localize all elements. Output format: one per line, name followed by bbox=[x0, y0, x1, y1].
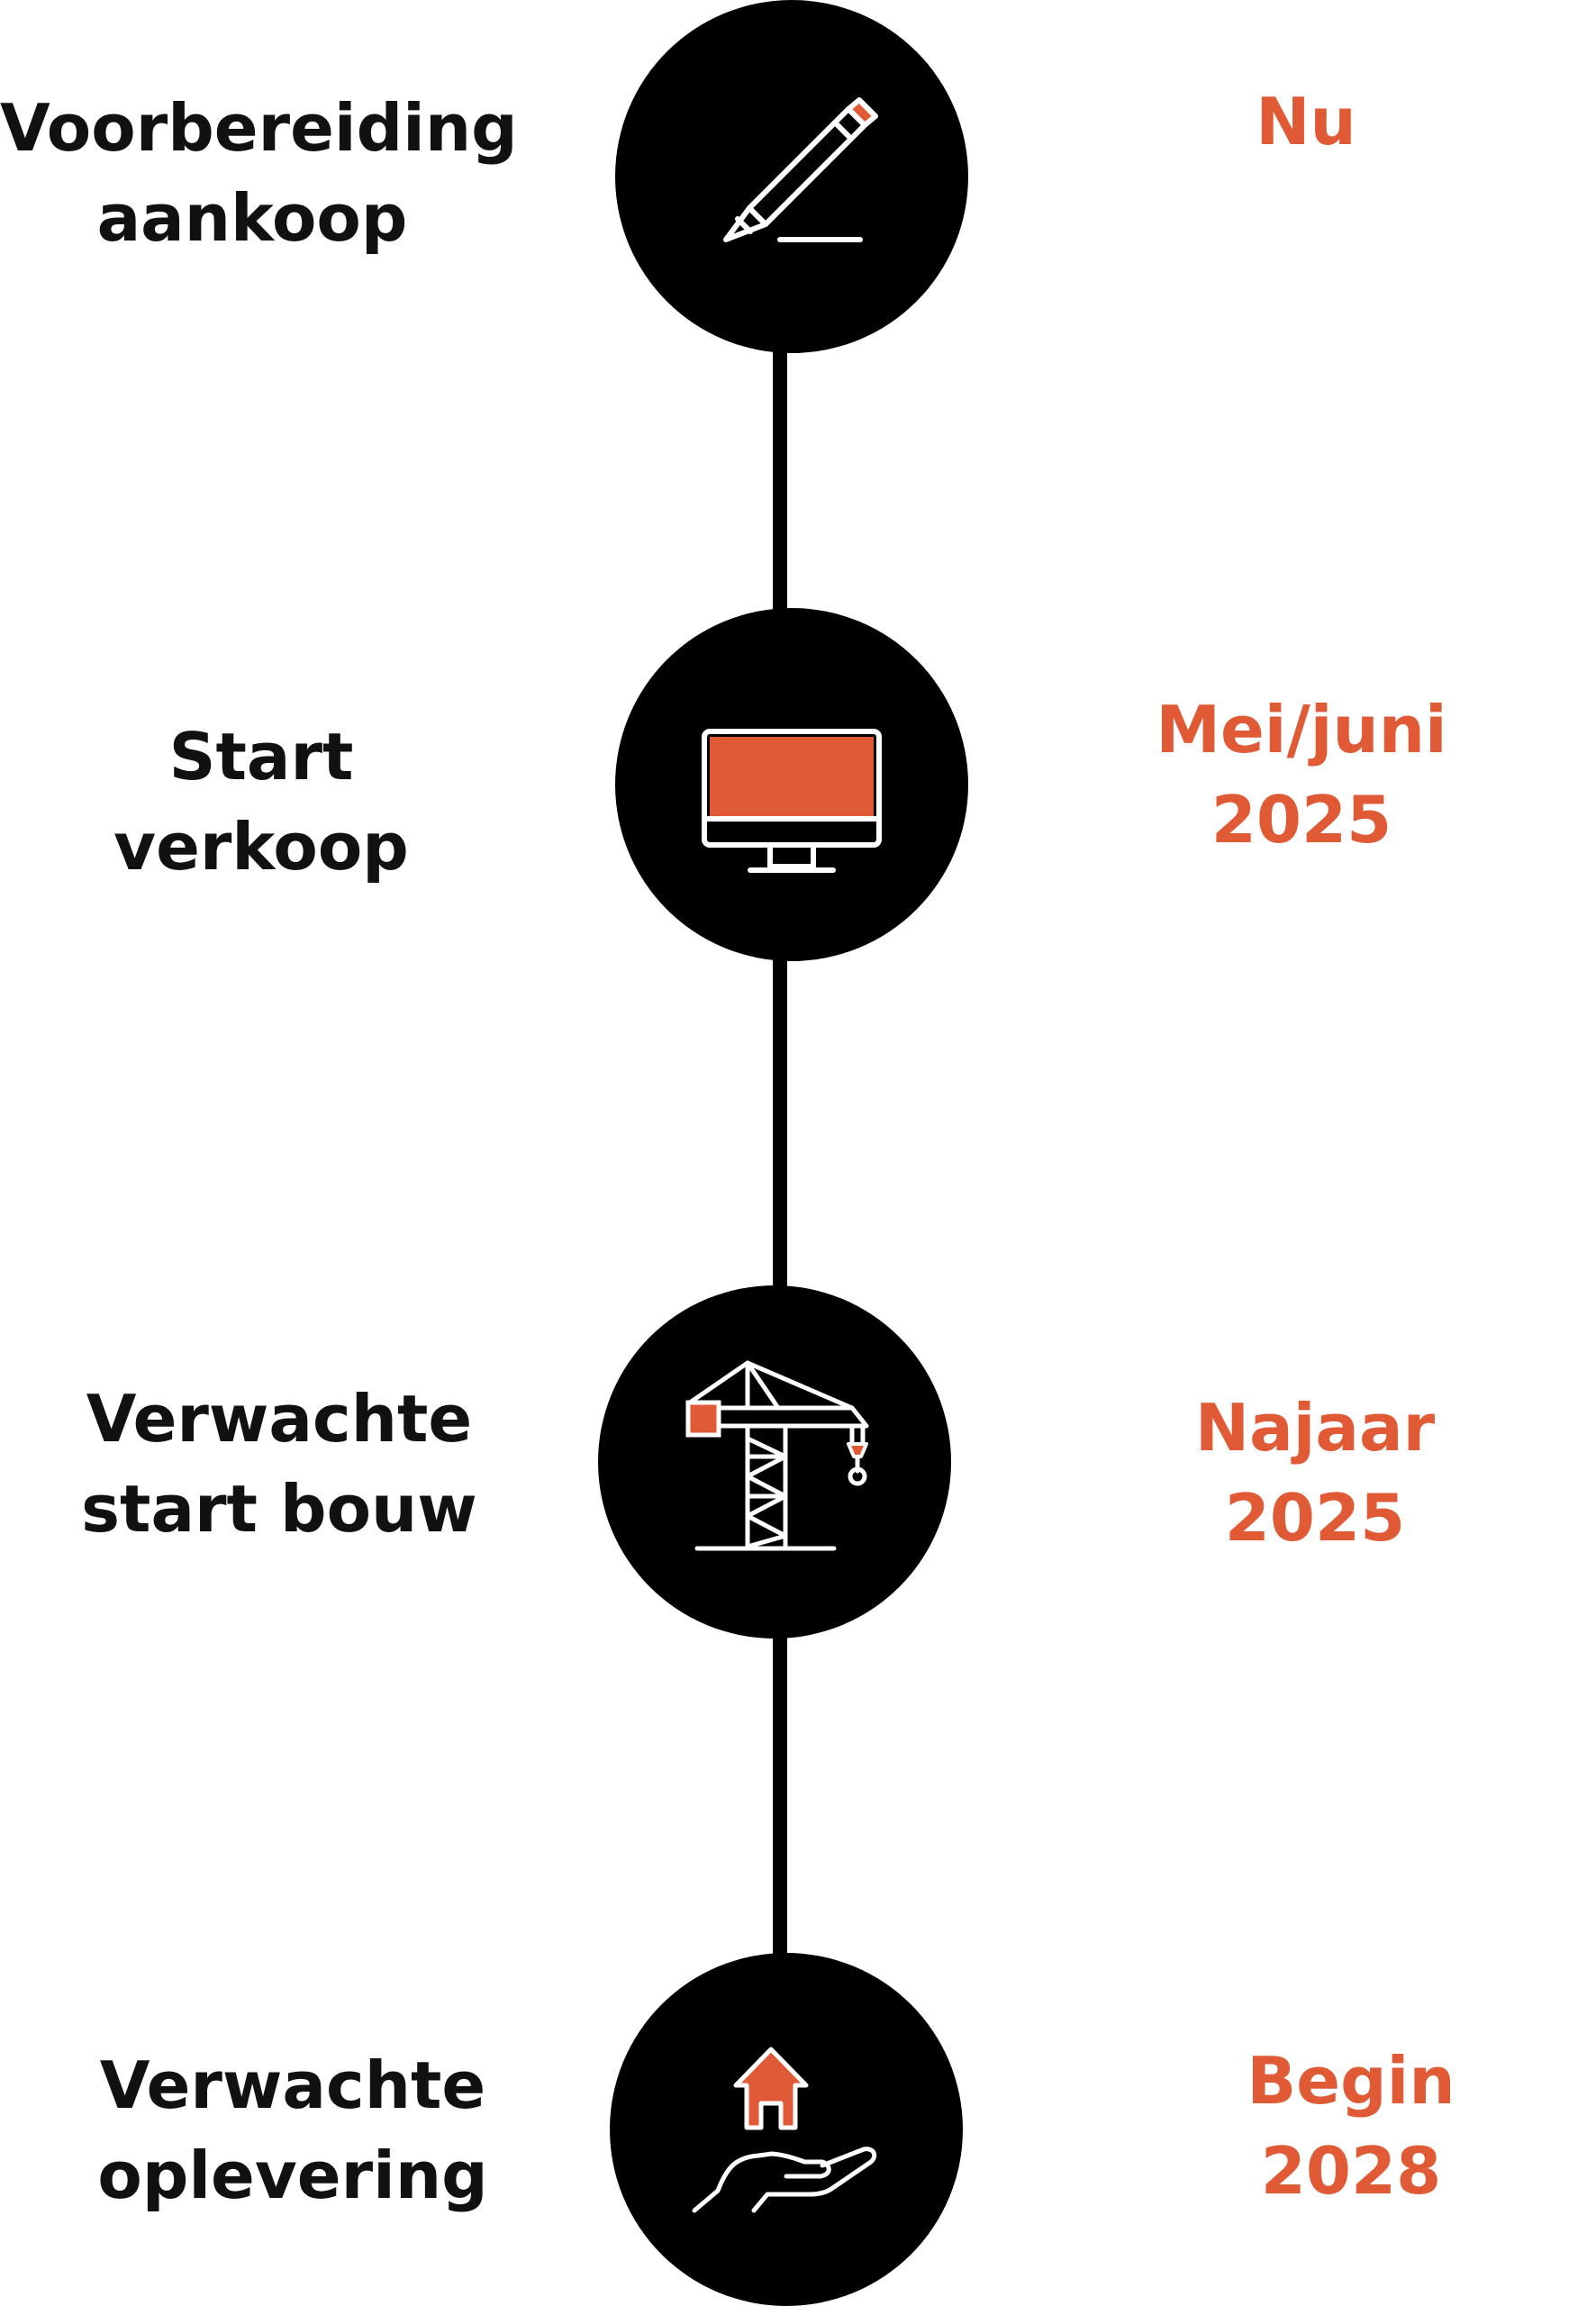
step-label-line: start bouw bbox=[81, 1471, 477, 1547]
step-date-line: Mei/juni bbox=[1156, 692, 1447, 767]
step-label: Verwachte start bouw bbox=[54, 1374, 504, 1554]
step-date-line: 2025 bbox=[1224, 1480, 1406, 1556]
step-date: Nu bbox=[1171, 77, 1441, 167]
step-label: Verwachte oplevering bbox=[63, 2040, 522, 2220]
step-date-line: 2025 bbox=[1211, 782, 1392, 858]
timeline-connector-3 bbox=[773, 1634, 787, 1964]
timeline-connector-2 bbox=[773, 958, 787, 1292]
step-date-line: Begin bbox=[1247, 2043, 1455, 2119]
step-label: Voorbereiding aankoop bbox=[0, 83, 518, 263]
step-label: Start verkoop bbox=[36, 712, 486, 892]
step-label-line: oplevering bbox=[97, 2138, 488, 2213]
timeline-connector-1 bbox=[773, 350, 787, 611]
house-in-hand-icon bbox=[692, 2047, 877, 2213]
crane-icon bbox=[685, 1360, 869, 1551]
step-date-line: Najaar bbox=[1194, 1390, 1436, 1466]
step-label-line: aankoop bbox=[96, 180, 408, 256]
step-date: Begin 2028 bbox=[1198, 2036, 1504, 2216]
pencil-icon bbox=[723, 97, 878, 242]
step-icon-circle bbox=[615, 0, 968, 353]
monitor-icon bbox=[702, 729, 882, 873]
step-label-line: Voorbereiding bbox=[0, 90, 518, 166]
step-label-line: Verwachte bbox=[99, 2047, 486, 2123]
step-date-line: Nu bbox=[1256, 84, 1356, 159]
step-date-line: 2028 bbox=[1260, 2133, 1442, 2209]
step-icon-circle bbox=[598, 1285, 951, 1639]
step-label-line: Start bbox=[168, 719, 354, 794]
step-date: Mei/juni 2025 bbox=[1117, 685, 1486, 865]
step-date: Najaar 2025 bbox=[1153, 1383, 1477, 1563]
step-label-line: Verwachte bbox=[86, 1381, 473, 1457]
step-icon-circle bbox=[610, 1953, 963, 2306]
step-icon-circle bbox=[615, 608, 968, 961]
step-label-line: verkoop bbox=[113, 809, 409, 885]
